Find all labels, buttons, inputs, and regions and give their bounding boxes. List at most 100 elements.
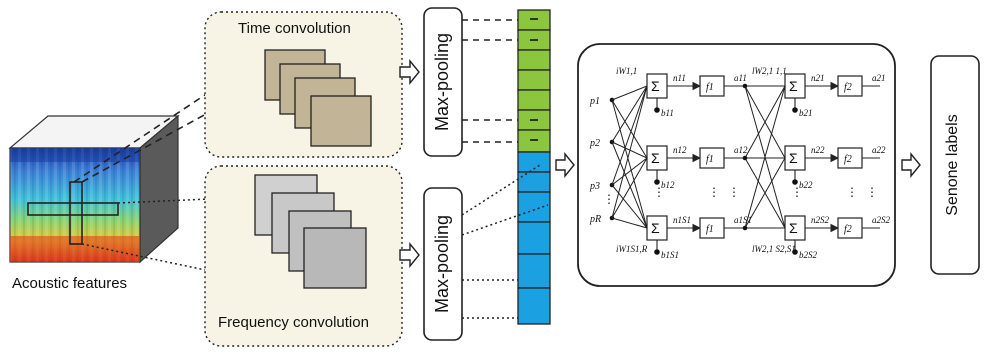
hollow-arrow-to-senone	[901, 152, 921, 178]
bias-label: b22	[799, 180, 813, 190]
hidden-node	[742, 155, 748, 161]
bias-node	[792, 249, 798, 255]
activation-label: f2	[844, 82, 852, 93]
bias-node	[654, 249, 660, 255]
input-weight-line	[611, 99, 648, 159]
hidden-node	[742, 83, 748, 89]
frequency-convolution-panel	[204, 165, 403, 347]
pool-cell	[517, 191, 551, 223]
bias-node	[792, 107, 798, 113]
net-label: n2S2	[811, 215, 830, 225]
pool-cell	[517, 9, 551, 31]
time-filter-4	[310, 95, 372, 147]
input-weight-line	[611, 184, 648, 229]
input-weight-line	[611, 141, 648, 229]
hollow-arrow-to-dnn	[555, 152, 575, 178]
activation-label: f1	[706, 224, 714, 235]
bias-label: b11	[661, 108, 674, 118]
max-pooling-box-top	[423, 7, 463, 157]
hidden-weight-line	[744, 85, 786, 159]
time-convolution-label: Time convolution	[238, 20, 351, 37]
input-ellipsis: ⋮	[603, 192, 615, 206]
acoustic-features-label: Acoustic features	[12, 275, 128, 292]
senone-labels-box	[930, 55, 980, 275]
max-pooling-label-top: Max-pooling	[432, 32, 452, 132]
input-weight-line	[611, 217, 648, 229]
frequency-convolution-label: Frequency convolution	[218, 314, 369, 331]
frequency-projection-lines	[81, 196, 263, 283]
max-pooling-label-bottom: Max-pooling	[432, 214, 452, 314]
layer-ellipsis: ⋮	[653, 185, 665, 199]
net-label: n21	[811, 73, 825, 83]
sum-symbol: Σ	[651, 150, 660, 166]
senone-labels-label: Senone labels	[944, 114, 961, 216]
frequency-window	[27, 202, 119, 216]
pooled-feature-column	[517, 9, 551, 325]
output-label: a1S1	[734, 215, 752, 225]
activation-label: f2	[844, 154, 852, 165]
net-label: n1S1	[673, 215, 691, 225]
input-weight-line	[611, 157, 648, 186]
input-label: p1	[589, 96, 600, 107]
time-convolution-panel	[204, 11, 403, 158]
hidden-weight-line	[744, 85, 786, 229]
output-label: a11	[734, 73, 747, 83]
pool-cell	[517, 89, 551, 111]
time-window	[69, 181, 83, 245]
activation-label: f2	[844, 224, 852, 235]
pool-cell	[517, 69, 551, 91]
hidden-node	[742, 225, 748, 231]
input-weight-line	[611, 141, 648, 159]
bias-node	[654, 179, 660, 185]
pool-cell	[517, 129, 551, 153]
pool-bottom-connectors	[461, 164, 549, 319]
layer2-weight-top-label: lW2,1 1,1	[752, 66, 787, 76]
pool-cell	[517, 221, 551, 255]
bias-label: b21	[799, 108, 813, 118]
bias-label: b1S1	[661, 250, 679, 260]
layer-ellipsis: ⋮	[846, 185, 858, 199]
pool-cell	[517, 171, 551, 193]
sum-symbol: Σ	[789, 220, 798, 236]
layer-ellipsis: ⋮	[708, 185, 720, 199]
layer1-weight-bottom-label: iW1S1,R	[616, 244, 648, 254]
pool-cell	[517, 287, 551, 325]
conv-to-pool-arrows	[399, 59, 420, 268]
pool-top-connectors	[462, 19, 518, 143]
sum-symbol: Σ	[651, 78, 660, 94]
time-projection-lines	[73, 54, 269, 183]
bias-label: b2S2	[799, 250, 818, 260]
activation-label: f1	[706, 154, 714, 165]
net-label: n12	[673, 145, 687, 155]
output-label: a21	[872, 73, 886, 83]
input-weight-line	[611, 85, 648, 101]
bias-node	[654, 107, 660, 113]
net-label: n11	[673, 73, 686, 83]
pool-cell	[517, 49, 551, 71]
layer1-weight-top-label: iW1,1	[616, 66, 637, 76]
acoustic-features-cube	[8, 114, 180, 264]
input-label: pR	[589, 214, 601, 225]
output-label: a22	[872, 145, 886, 155]
net-label: n22	[811, 145, 825, 155]
output-label: a12	[734, 145, 748, 155]
sum-symbol: Σ	[651, 220, 660, 236]
freq-filter-4	[303, 227, 367, 289]
input-weight-line	[611, 85, 648, 186]
pool-cell	[517, 253, 551, 289]
layer-ellipsis: ⋮	[791, 185, 803, 199]
sum-symbol: Σ	[789, 150, 798, 166]
hollow-arrow-top	[399, 59, 420, 85]
input-weight-line	[611, 157, 648, 219]
input-label: p3	[589, 181, 600, 192]
input-weight-line	[611, 85, 648, 219]
bias-node	[792, 179, 798, 185]
activation-label: f1	[706, 82, 714, 93]
input-weight-line	[611, 85, 648, 143]
output-ellipsis: ⋮	[866, 185, 878, 199]
bias-label: b12	[661, 180, 675, 190]
max-pooling-box-bottom	[423, 187, 463, 341]
sum-symbol: Σ	[789, 78, 798, 94]
